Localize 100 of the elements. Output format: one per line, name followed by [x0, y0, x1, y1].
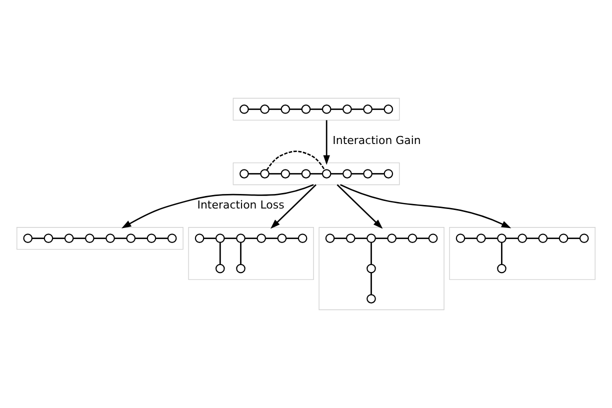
cluster [232, 162, 400, 186]
node-circle [301, 104, 311, 114]
connector [204, 238, 216, 240]
arrow [340, 184, 512, 228]
connector [501, 242, 502, 264]
node-circle [366, 294, 376, 304]
node-circle [146, 234, 156, 244]
connector [290, 108, 302, 110]
node-circle [384, 169, 394, 178]
node-circle [301, 169, 311, 178]
connector [485, 238, 498, 240]
connector [266, 238, 278, 240]
node-circle [256, 234, 266, 244]
connector [375, 238, 388, 240]
node-circle [456, 234, 466, 244]
node-circle [497, 264, 506, 274]
node-circle [363, 104, 372, 114]
connector [310, 173, 322, 174]
connector [156, 238, 168, 240]
connector [94, 238, 106, 240]
connector [506, 238, 518, 240]
connector [290, 173, 302, 174]
connector [568, 238, 580, 240]
connector [52, 238, 65, 240]
node-circle [126, 234, 136, 244]
node-circle [579, 234, 589, 244]
node-circle [322, 169, 332, 178]
connector [73, 238, 86, 240]
node-circle [194, 234, 204, 244]
connector [310, 108, 322, 110]
connector [219, 242, 221, 264]
node-circle [342, 104, 352, 114]
arrow [122, 184, 314, 228]
connector [266, 150, 326, 170]
node-circle [280, 104, 290, 114]
node-circle [363, 169, 372, 178]
node-circle [240, 169, 249, 178]
connector [135, 238, 148, 240]
node-circle [236, 264, 246, 274]
node-circle [408, 234, 418, 244]
connector [370, 272, 372, 295]
connector [114, 238, 127, 240]
connector [32, 238, 44, 240]
connector [330, 173, 343, 174]
connector [464, 238, 477, 240]
connector [334, 238, 346, 240]
node-circle [558, 234, 568, 244]
connector [372, 173, 384, 174]
connector [268, 108, 282, 110]
connector [224, 238, 236, 240]
cluster [318, 227, 444, 310]
connector [372, 108, 384, 110]
node-circle [23, 234, 33, 244]
cluster [188, 227, 314, 280]
node-circle [325, 234, 335, 244]
edge-label: Interaction Loss [197, 198, 284, 212]
cluster [16, 227, 184, 250]
connector [330, 108, 343, 110]
node-circle [322, 104, 332, 114]
node-circle [240, 104, 249, 114]
connector [416, 238, 429, 240]
arrow [270, 184, 316, 229]
connector [240, 242, 242, 264]
node-circle [260, 169, 270, 178]
node-circle [538, 234, 548, 244]
node-circle [518, 234, 527, 244]
node-circle [497, 234, 506, 244]
node-circle [85, 234, 94, 244]
node-circle [342, 169, 352, 178]
node-circle [366, 234, 376, 244]
node-circle [44, 234, 54, 244]
node-circle [298, 234, 308, 244]
node-circle [236, 234, 246, 244]
connector [547, 238, 560, 240]
arrow [323, 120, 330, 165]
node-circle [280, 169, 290, 178]
node-circle [64, 234, 74, 244]
node-circle [215, 234, 225, 244]
connector [354, 238, 367, 240]
node-circle [106, 234, 115, 244]
connector [248, 173, 260, 174]
connector [370, 242, 372, 264]
node-circle [384, 104, 394, 114]
connector [396, 238, 408, 240]
node-circle [476, 234, 486, 244]
node-circle [215, 264, 225, 274]
node-circle [260, 104, 270, 114]
node-circle [346, 234, 356, 244]
connector [526, 238, 539, 240]
cluster [449, 227, 596, 280]
connector [268, 173, 282, 174]
connector [248, 108, 260, 110]
node-circle [277, 234, 287, 244]
node-circle [167, 234, 177, 244]
arrow [336, 184, 383, 229]
node-circle [366, 264, 376, 274]
node-circle [387, 234, 397, 244]
node-circle [428, 234, 438, 244]
edge-label: Interaction Gain [332, 134, 421, 148]
cluster [232, 98, 400, 121]
